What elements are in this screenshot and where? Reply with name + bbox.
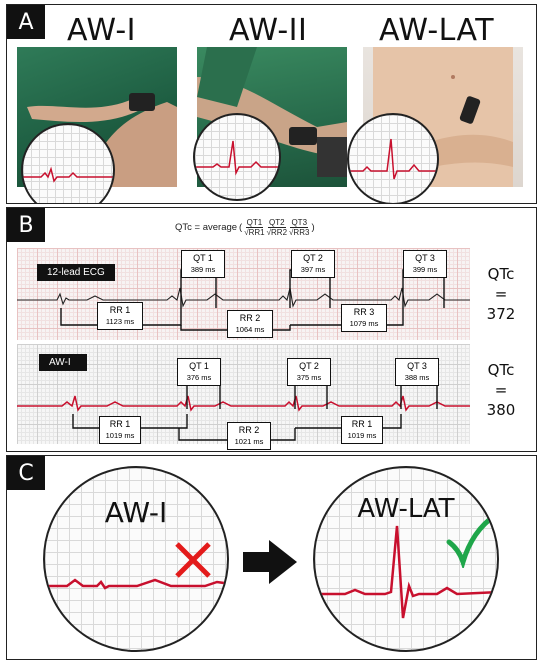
ecg-trace-aw-lat-zoom — [315, 525, 497, 619]
ecg-zoom-aw-i: AW-I — [43, 466, 229, 652]
arm-illustration — [197, 47, 347, 177]
ecg-zoom-aw-lat: AW-LAT — [313, 466, 499, 652]
ecg-inset-aw-ii — [193, 113, 281, 201]
ecg-trace — [349, 138, 437, 180]
panel-c-tag: C — [7, 456, 45, 490]
formula-term-3: QT3 √RR3 — [289, 218, 310, 237]
ecg-trace-aw-i-zoom — [45, 578, 227, 590]
strip-label-aw-i: AW-I — [39, 354, 87, 371]
qtc-formula: QTc = average ( QT1 √RR1 QT2 √RR2 QT3 √R… — [175, 218, 315, 237]
title-aw-i: AW-I — [67, 13, 137, 48]
title-aw-lat: AW-LAT — [379, 13, 495, 48]
panel-a: A AW-I AW-II AW-LAT — [6, 4, 537, 204]
panel-b: B QTc = average ( QT1 √RR1 QT2 √RR2 QT3 … — [6, 207, 537, 452]
panel-b-tag: B — [7, 208, 45, 242]
strip-label-12-lead: 12-lead ECG — [37, 264, 115, 281]
zoom-label-aw-lat: AW-LAT — [357, 494, 455, 524]
qtc-result-12-lead: QTc = 372 — [486, 265, 516, 323]
formula-lhs: QTc = average — [175, 222, 238, 233]
formula-term-1: QT1 √RR1 — [244, 218, 265, 237]
qtc-result-aw-i: QTc = 380 — [486, 361, 516, 419]
formula-term-2: QT2 √RR2 — [266, 218, 288, 237]
panel-a-tag: A — [7, 5, 45, 39]
ecg-inset-aw-lat — [347, 113, 439, 203]
ecg-trace — [23, 166, 113, 183]
ecg-inset-aw-i — [21, 123, 115, 203]
ecg-trace — [195, 140, 279, 176]
checkmark-icon — [446, 511, 497, 568]
panel-c: C AW-I AW-LAT — [6, 455, 537, 660]
cross-icon — [175, 542, 211, 578]
zoom-label-aw-i: AW-I — [104, 496, 168, 529]
title-aw-ii: AW-II — [229, 13, 308, 48]
arrow-right-icon — [243, 540, 297, 584]
